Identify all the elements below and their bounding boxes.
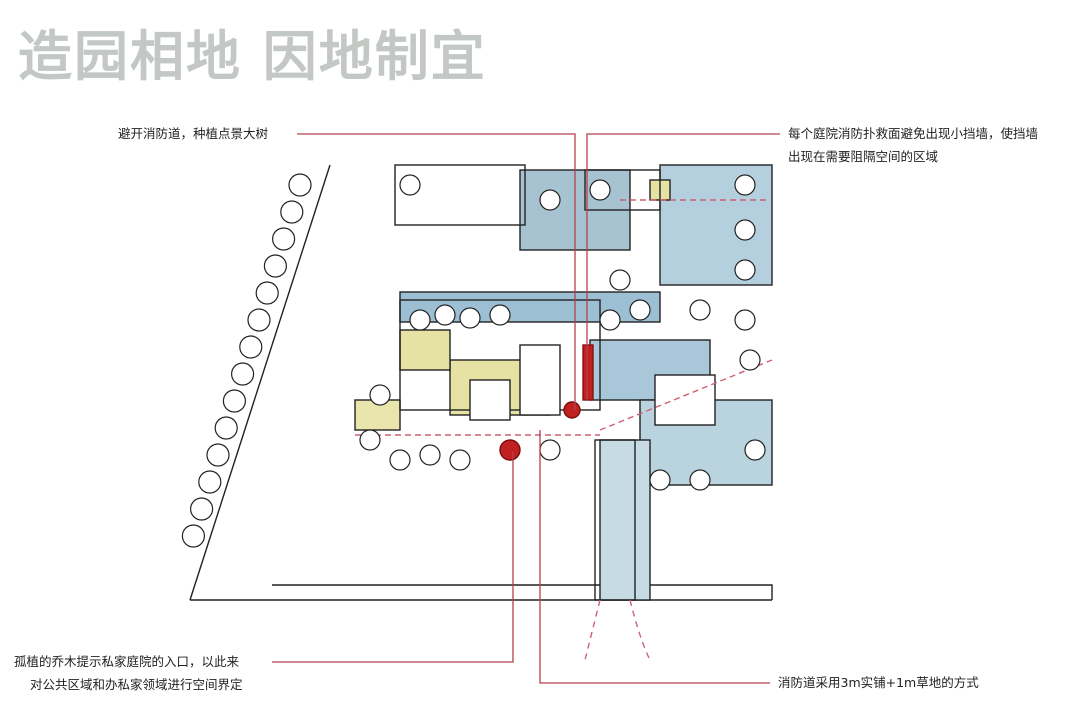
leader-line-bottom-right <box>539 430 770 684</box>
tree-symbol <box>206 443 230 467</box>
tree-symbol <box>181 524 205 548</box>
building-outline <box>584 169 661 211</box>
water-feature <box>599 439 651 601</box>
tree-symbol <box>222 389 246 413</box>
annotation-top-left: 避开消防道，种植点景大树 <box>118 126 269 141</box>
tree-symbol <box>369 384 391 406</box>
tree-symbol <box>449 449 471 471</box>
annotation-top-right-2: 出现在需要阻隔空间的区域 <box>788 149 939 164</box>
tree-symbol <box>263 254 287 278</box>
tree-symbol <box>629 299 651 321</box>
building-outline <box>469 379 511 421</box>
tree-symbol <box>419 444 441 466</box>
tree-symbol <box>689 469 711 491</box>
tree-symbol <box>539 439 561 461</box>
feature-tree-marker <box>499 439 521 461</box>
annotation-bottom-left-1: 孤植的乔木提示私家庭院的入口，以此来 <box>14 654 240 669</box>
tree-symbol <box>399 174 421 196</box>
tree-symbol <box>459 307 481 329</box>
tree-symbol <box>744 439 766 461</box>
tree-symbol <box>280 200 304 224</box>
fire-lane-dash <box>355 199 773 436</box>
leader-line-top-left <box>297 133 576 410</box>
tree-symbol <box>409 309 431 331</box>
tree-symbol <box>214 416 238 440</box>
tree-symbol <box>734 309 756 331</box>
tree-symbol <box>247 308 271 332</box>
tree-symbol <box>649 469 671 491</box>
building-outline <box>394 164 526 226</box>
tree-row <box>181 173 766 548</box>
leader-line-top-right <box>586 133 780 400</box>
tree-symbol <box>589 179 611 201</box>
building-outline <box>654 374 716 426</box>
lawn <box>399 329 451 371</box>
tree-symbol <box>190 497 214 521</box>
page-title: 造园相地 因地制宜 <box>18 25 487 88</box>
tree-symbol <box>734 259 756 281</box>
red-wall-marker <box>582 344 594 401</box>
tree-symbol <box>539 189 561 211</box>
tree-symbol <box>734 219 756 241</box>
tree-symbol <box>489 304 511 326</box>
tree-symbol <box>609 269 631 291</box>
tree-symbol <box>255 281 279 305</box>
feature-tree-marker <box>563 401 581 419</box>
site-boundary <box>189 164 773 601</box>
tree-symbol <box>689 299 711 321</box>
tree-symbol <box>434 304 456 326</box>
tree-symbol <box>739 349 761 371</box>
tree-symbol <box>599 309 621 331</box>
path-outline <box>594 439 636 601</box>
building-outline <box>519 344 561 416</box>
tree-symbol <box>239 335 263 359</box>
leader-lines <box>272 133 780 684</box>
annotation-bottom-right: 消防道采用3m实铺+1m草地的方式 <box>778 675 979 690</box>
tree-symbol <box>231 362 255 386</box>
tree-symbol <box>288 173 312 197</box>
tree-symbol <box>359 429 381 451</box>
annotation-top-right-1: 每个庭院消防扑救面避免出现小挡墙，使挡墙 <box>788 126 1039 141</box>
tree-symbol <box>198 470 222 494</box>
tree-symbol <box>272 227 296 251</box>
tree-symbol <box>734 174 756 196</box>
fire-lane-dash <box>584 599 651 661</box>
leader-line-bottom-left <box>272 452 514 663</box>
tree-symbol <box>389 449 411 471</box>
annotation-bottom-left-2: 对公共区域和办私家领域进行空间界定 <box>30 677 243 692</box>
